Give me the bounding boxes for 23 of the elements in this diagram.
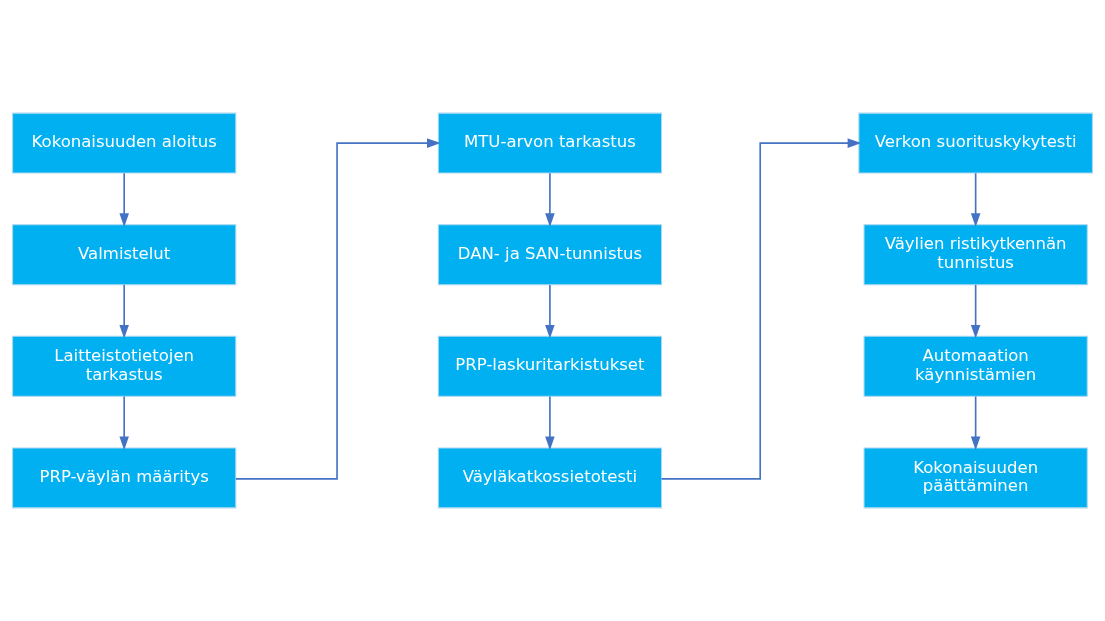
arrow [970, 284, 981, 339]
arrow [119, 172, 129, 227]
node-box: DAN- ja SAN-tunnistus [437, 224, 663, 286]
node-box: PRP-laskuritarkistukset [437, 335, 663, 397]
arrow [660, 138, 862, 480]
node-box: Väylien ristikytkennän tunnistus [863, 224, 1088, 286]
node-box: Verkon suorituskykytesti [858, 112, 1093, 174]
node-box: Valmistelut [12, 224, 237, 286]
node-box: Väyläkatkossietotesti [437, 447, 663, 509]
node-box: Automaation käynnistämien [863, 335, 1088, 397]
node-box: Kokonaisuuden aloitus [12, 112, 237, 174]
node-box: PRP-väylän määritys [12, 447, 237, 509]
arrow [235, 138, 441, 480]
arrow [119, 284, 129, 339]
arrow [545, 284, 555, 339]
node-box: MTU-arvon tarkastus [437, 112, 663, 174]
arrow [545, 395, 555, 451]
arrow [970, 395, 981, 451]
arrow [119, 395, 129, 451]
node-box: Kokonaisuuden päättäminen [863, 447, 1088, 509]
arrow [970, 172, 981, 227]
arrow [545, 172, 555, 227]
node-box: Laitteistotietojen tarkastus [12, 335, 237, 397]
